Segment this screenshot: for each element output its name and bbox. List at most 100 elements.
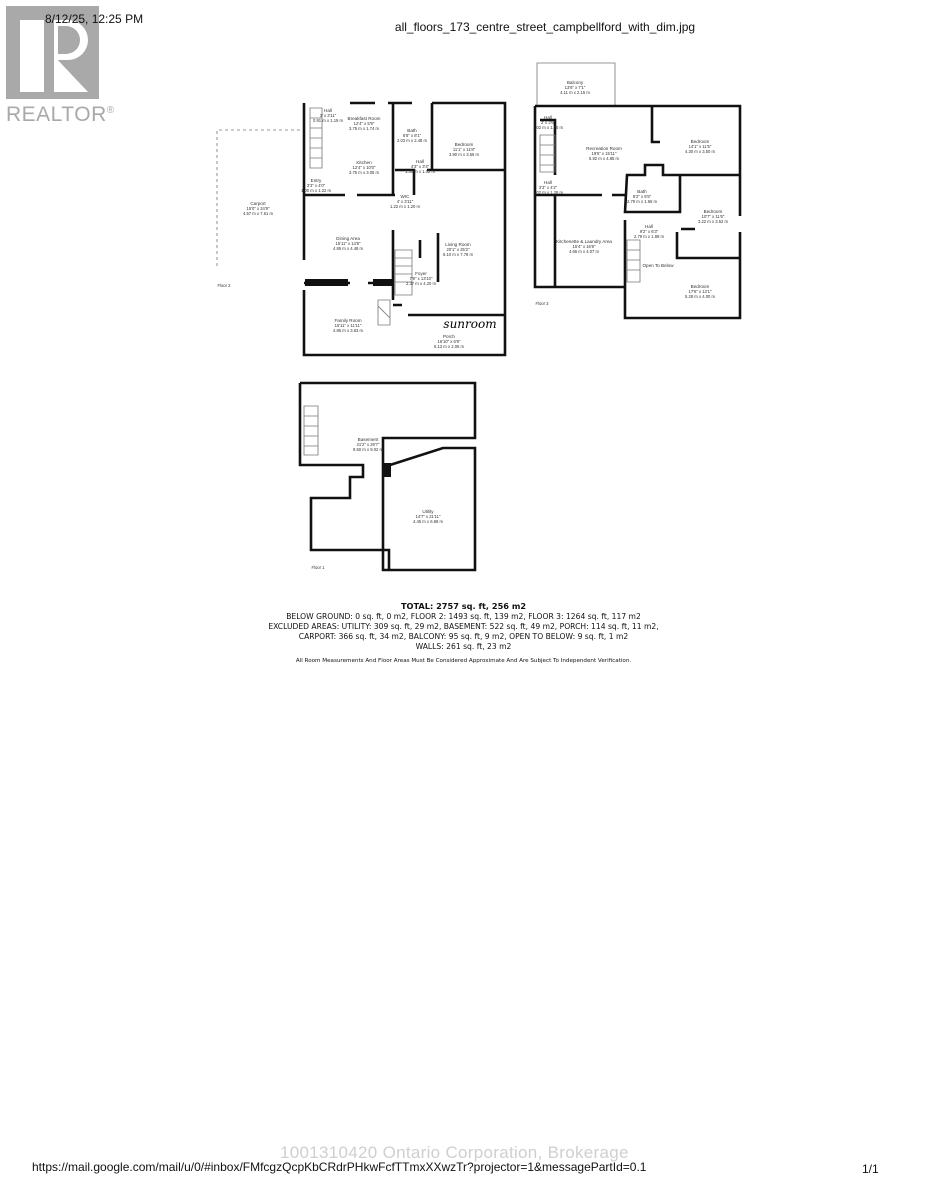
room-name: Hall (645, 224, 653, 229)
room-metric: 4.11 m x 2.15 m (560, 90, 590, 95)
room-imperial: 3'3" x 4'0" (307, 183, 326, 188)
room-imperial: 6'8" x 8'1" (403, 133, 422, 138)
floor-1-plan: Floor 1 (298, 381, 477, 572)
room-imperial: 20'1" x 25'2" (447, 247, 470, 252)
room-metric: 6.10 m x 7.78 m (443, 252, 474, 257)
disclaimer: All Room Measurements And Floor Areas Mu… (295, 658, 632, 664)
room-imperial: 17'6" x 13'1" (689, 289, 712, 294)
room-imperial: 16'10" x 6'9" (438, 339, 461, 344)
room-name: Family Room (334, 318, 361, 323)
summary-line-2: EXCLUDED AREAS: UTILITY: 309 sq. ft, 29 … (268, 622, 659, 631)
room-metric: 3.90 m x 3.56 m (449, 152, 480, 157)
room-metric: 2.79 m x 1.66 m (627, 199, 658, 204)
room-metric: 1.02 m x 1.28 m (533, 190, 564, 195)
document-title: all_floors_173_centre_street_campbellfor… (394, 20, 696, 34)
room-imperial: 4'3" x 3'4" (411, 164, 430, 169)
room-name: Carport (250, 201, 266, 206)
room-name: Breakfast Room (348, 116, 381, 121)
room-imperial: 15'4" x 16'9" (573, 244, 596, 249)
floor-3-label: Floor 3 (535, 301, 549, 306)
room-metric: 9.50 m x 9.02 m (353, 447, 384, 452)
room-name: Bath (637, 189, 647, 194)
room-imperial: 31'2" x 29'7" (357, 442, 380, 447)
room-name: Kitchenette & Laundry Area (556, 239, 612, 244)
room-metric: 2.03 m x 2.48 m (397, 138, 428, 143)
room-label: Open To Below (642, 263, 674, 268)
room-name: Recreation Room (586, 146, 622, 151)
brokerage-watermark: 1001310420 Ontario Corporation, Brokerag… (280, 1143, 629, 1162)
area-summary: TOTAL: 2757 sq. ft, 256 m2 BELOW GROUND:… (0, 601, 927, 652)
room-metric: 4.85 m x 4.48 m (333, 246, 364, 251)
room-metric: 3.22 m x 3.52 m (698, 219, 729, 224)
room-name: Foyer (415, 271, 427, 276)
floor-2-label: Floor 2 (217, 283, 231, 288)
room-metric: 5.92 m x 4.85 m (589, 156, 620, 161)
room-metric: 4.45 m x 6.68 m (413, 519, 444, 524)
room-name: Porch (443, 334, 455, 339)
realtor-wordmark: REALTOR® (6, 103, 115, 126)
room-metric: 1.30 m x 1.02 m (405, 169, 436, 174)
room-name: WIC (401, 194, 411, 199)
room-imperial: 14'7" x 21'11" (416, 514, 441, 519)
room-name: Bedroom (704, 209, 723, 214)
room-name: Balcony (567, 80, 584, 85)
room-imperial: 3'3" x 4'2" (539, 185, 558, 190)
room-metric: 1.22 m x 1.20 m (390, 204, 421, 209)
room-name: Hall (544, 180, 552, 185)
room-name: Bath (407, 128, 417, 133)
room-metric: 4.30 m x 3.50 m (685, 149, 716, 154)
room-imperial: 9'2" x 6'3" (640, 229, 659, 234)
summary-line-4: WALLS: 261 sq. ft, 23 m2 (415, 642, 512, 651)
floor-3-plan: Floor 3 (533, 62, 742, 320)
room-metric: 0.91 m x 1.19 m (313, 118, 344, 123)
room-name: Hall (324, 108, 332, 113)
floor-2-plan: Floor 2 sunroom (216, 101, 507, 357)
room-imperial: 15'11" x 11'11" (335, 323, 362, 328)
room-name: Dining Area (336, 236, 360, 241)
room-name: Bedroom (691, 139, 710, 144)
room-metric: 4.85 m x 3.63 m (333, 328, 364, 333)
room-name: Bedroom (691, 284, 710, 289)
print-datetime: 8/12/25, 12:25 PM (45, 12, 144, 26)
room-imperial: 3' x 3'11" (320, 113, 337, 118)
room-metric: 1.02 m x 1.06 m (533, 125, 564, 130)
handwritten-sunroom: sunroom (443, 317, 496, 331)
room-metric: 3.75 m x 1.74 m (349, 126, 380, 131)
summary-line-1: BELOW GROUND: 0 sq. ft, 0 m2, FLOOR 2: 1… (286, 612, 641, 621)
room-name: Hall (416, 159, 424, 164)
room-imperial: 4' x 3'11" (397, 199, 414, 204)
room-imperial: 13'6" x 7'1" (565, 85, 586, 90)
room-metric: 3.75 m x 3.05 m (349, 170, 380, 175)
room-imperial: 3' x 3'6" (541, 120, 556, 125)
page-number: 1/1 (862, 1162, 879, 1176)
room-name: Open To Below (642, 263, 674, 268)
page-url: https://mail.google.com/mail/u/0/#inbox/… (32, 1160, 647, 1174)
room-imperial: 11'1" x 11'8" (453, 147, 476, 152)
room-imperial: 9'2" x 5'5" (633, 194, 652, 199)
room-imperial: 12'4" x 10'0" (353, 165, 376, 170)
room-metric: 5.28 m x 4.00 m (685, 294, 716, 299)
